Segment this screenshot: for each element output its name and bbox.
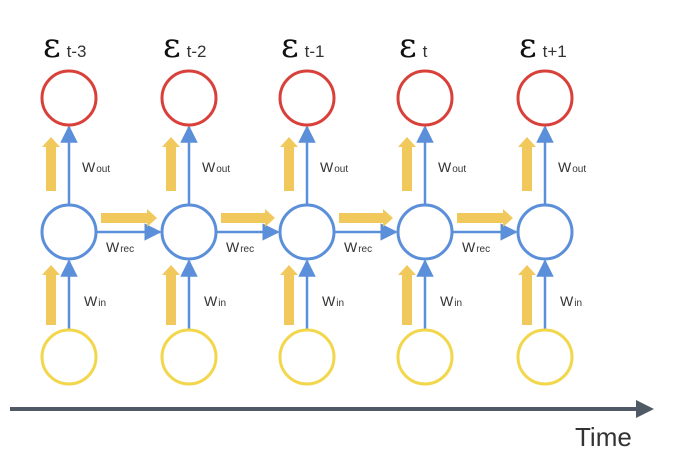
error-node [516,69,574,127]
arrow-layer [42,125,554,330]
w-in-label: Win [322,293,344,309]
recurrent-gradient-arrow [101,209,157,227]
input-gradient-arrow [398,265,416,325]
recurrent-gradient-arrow [221,209,275,227]
w-rec-label: Wrec [462,239,490,255]
error-node [40,69,98,127]
w-rec-label: Wrec [226,239,254,255]
w-in-label: Win [440,293,462,309]
input-node [516,328,574,386]
recurrent-gradient-arrow [457,209,513,227]
recurrent-gradient-arrow [339,209,393,227]
hidden-node [40,203,98,261]
input-gradient-arrow [518,265,536,325]
error-node [396,69,454,127]
node-layer [40,69,574,386]
output-gradient-arrow [398,137,416,191]
w-out-label: Wout [202,159,230,175]
w-rec-label: Wrec [344,239,372,255]
time-axis-label: Time [575,422,632,452]
input-node [278,328,336,386]
input-node [40,328,98,386]
output-gradient-arrow [280,137,298,191]
input-gradient-arrow [42,265,60,325]
hidden-node [160,203,218,261]
w-rec-label: Wrec [106,239,134,255]
w-in-label: Win [204,293,226,309]
error-node [278,69,336,127]
w-in-label: Win [560,293,582,309]
w-out-label: Wout [558,159,586,175]
w-out-label: Wout [438,159,466,175]
input-gradient-arrow [280,265,298,325]
output-gradient-arrow [42,137,60,191]
w-out-label: Wout [82,159,110,175]
w-out-label: Wout [320,159,348,175]
w-in-label: Win [84,293,106,309]
input-node [160,328,218,386]
input-node [396,328,454,386]
output-gradient-arrow [518,137,536,191]
hidden-node [516,203,574,261]
output-gradient-arrow [162,137,180,191]
error-node [160,69,218,127]
input-gradient-arrow [162,265,180,325]
hidden-node [278,203,336,261]
hidden-node [396,203,454,261]
time-axis-arrowhead [636,400,654,418]
